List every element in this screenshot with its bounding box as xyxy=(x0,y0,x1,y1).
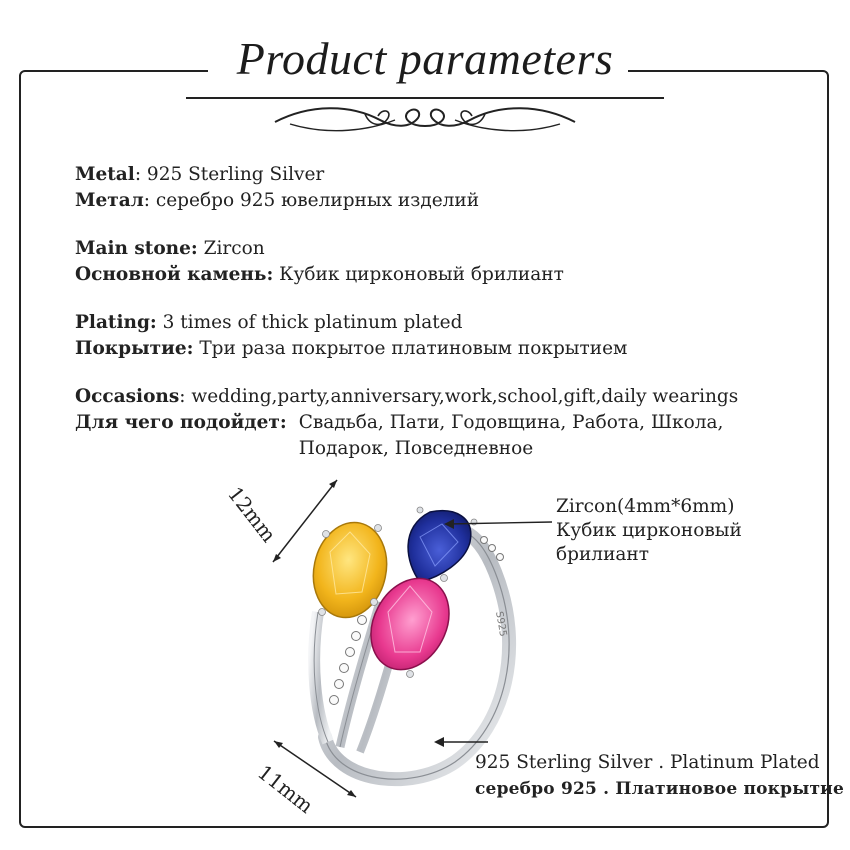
flourish-ornament-icon xyxy=(274,107,576,132)
metal-en: Metal: 925 Sterling Silver xyxy=(75,164,325,185)
dimension-arrow-11mm-icon xyxy=(273,740,357,798)
plating-ru: Покрытие: Три раза покрытое платиновым п… xyxy=(75,338,628,359)
title-rule xyxy=(186,97,664,99)
plating-group: Plating: 3 times of thick platinum plate… xyxy=(75,310,815,362)
zircon-callout: Zircon(4mm*6mm) Кубик цирконовый брилиан… xyxy=(556,496,742,565)
occasions-ru: Для чего подойдет: Свадьба, Пати, Годовщ… xyxy=(75,410,815,462)
silver-callout: 925 Sterling Silver . Platinum Plated се… xyxy=(475,752,845,799)
metal-ru: Метал: серебро 925 ювелирных изделий xyxy=(75,190,480,211)
svg-text:S925: S925 xyxy=(493,611,508,638)
stone-group: Main stone: Zircon Основной камень: Куби… xyxy=(75,236,815,288)
plating-en: Plating: 3 times of thick platinum plate… xyxy=(75,312,463,333)
ring-image: S925 xyxy=(308,506,517,787)
callout-arrow-silver-icon xyxy=(434,737,488,747)
page-title: Product parameters xyxy=(236,33,614,84)
dimension-arrow-12mm-icon xyxy=(272,479,338,563)
title-mask xyxy=(208,58,628,86)
parameters-list: Metal: 925 Sterling Silver Метал: серебр… xyxy=(75,162,815,484)
occasions-en: Occasions: wedding,party,anniversary,wor… xyxy=(75,386,739,407)
occasions-ru-values: Свадьба, Пати, Годовщина, Работа, Школа,… xyxy=(298,412,724,459)
stone-en: Main stone: Zircon xyxy=(75,238,265,259)
stone-ru: Основной камень: Кубик цирконовый брилиа… xyxy=(75,264,564,285)
callout-arrow-zircon-icon xyxy=(444,519,553,529)
metal-group: Metal: 925 Sterling Silver Метал: серебр… xyxy=(75,162,815,214)
occasions-group: Occasions: wedding,party,anniversary,wor… xyxy=(75,384,815,462)
